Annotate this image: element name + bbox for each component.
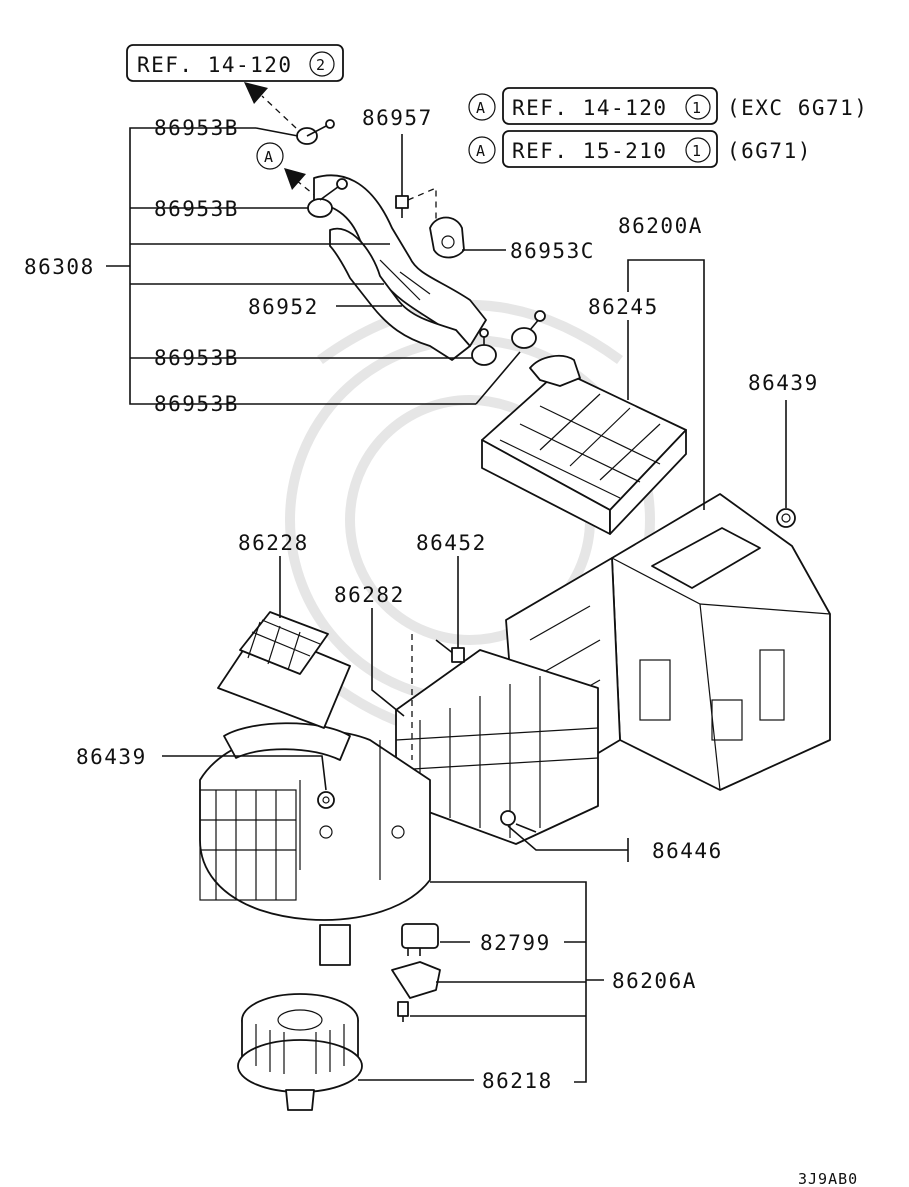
svg-text:(6G71): (6G71) <box>727 139 812 163</box>
svg-text:REF. 15-210: REF. 15-210 <box>512 139 668 163</box>
label-86452[interactable]: 86452 <box>416 531 487 555</box>
hose-clamp-upper-1[interactable] <box>296 119 335 145</box>
label-86282[interactable]: 86282 <box>334 583 405 607</box>
arrow-to-ref-14-120-2 <box>244 82 297 129</box>
arrow-to-ref-a <box>284 168 319 199</box>
label-86308[interactable]: 86308 <box>24 255 95 279</box>
blower-motor-86218[interactable] <box>237 993 363 1111</box>
svg-text:2: 2 <box>316 56 326 74</box>
leader-lines <box>106 127 787 1083</box>
screw-blower[interactable] <box>397 1001 409 1022</box>
bracket-86206A[interactable] <box>391 961 441 999</box>
clamp-86953C[interactable] <box>429 216 465 259</box>
label-86218[interactable]: 86218 <box>482 1069 553 1093</box>
svg-text:1: 1 <box>692 99 702 117</box>
hose-clamp-lower-1[interactable] <box>471 328 497 366</box>
svg-text:(EXC 6G71): (EXC 6G71) <box>727 96 868 120</box>
ref-box-14-120-2[interactable]: REF. 14-120 2 <box>126 44 344 82</box>
label-86957[interactable]: 86957 <box>362 106 433 130</box>
grommet-86439-left[interactable] <box>317 791 335 809</box>
label-86953C[interactable]: 86953C <box>510 239 595 263</box>
hose-clamp-lower-2[interactable] <box>511 310 546 349</box>
diagram-code: 3J9AB0 <box>798 1170 858 1187</box>
svg-text:A: A <box>476 142 486 160</box>
svg-text:A: A <box>476 99 486 117</box>
label-86439-left[interactable]: 86439 <box>76 745 147 769</box>
ref-box-14-120-1[interactable]: A REF. 14-120 1 (EXC 6G71) <box>468 87 868 125</box>
bolt-86446[interactable] <box>500 810 537 833</box>
svg-text:1: 1 <box>692 142 702 160</box>
label-86953B-3[interactable]: 86953B <box>154 346 239 370</box>
air-filter-86228[interactable] <box>217 611 351 729</box>
svg-text:REF. 14-120: REF. 14-120 <box>512 96 668 120</box>
grommet-86439-top[interactable] <box>776 508 796 528</box>
label-86206A[interactable]: 86206A <box>612 969 697 993</box>
label-82799[interactable]: 82799 <box>480 931 551 955</box>
label-86953B-4[interactable]: 86953B <box>154 392 239 416</box>
label-86228[interactable]: 86228 <box>238 531 309 555</box>
pipe-marker-a: A <box>256 142 284 170</box>
heater-core-86245[interactable] <box>481 354 687 535</box>
heater-hose-assembly[interactable] <box>313 174 487 361</box>
svg-text:REF. 14-120: REF. 14-120 <box>137 53 293 77</box>
label-86245[interactable]: 86245 <box>588 295 659 319</box>
bolt-86452[interactable] <box>411 634 465 760</box>
label-86953B-1[interactable]: 86953B <box>154 116 239 140</box>
resistor-82799[interactable] <box>401 923 439 956</box>
label-86439-top[interactable]: 86439 <box>748 371 819 395</box>
label-86200A[interactable]: 86200A <box>618 214 703 238</box>
ref-box-15-210-1[interactable]: A REF. 15-210 1 (6G71) <box>468 130 812 168</box>
label-86952[interactable]: 86952 <box>248 295 319 319</box>
label-86953B-2[interactable]: 86953B <box>154 197 239 221</box>
svg-text:A: A <box>264 148 274 166</box>
blower-case[interactable] <box>199 722 431 966</box>
label-86446[interactable]: 86446 <box>652 839 723 863</box>
